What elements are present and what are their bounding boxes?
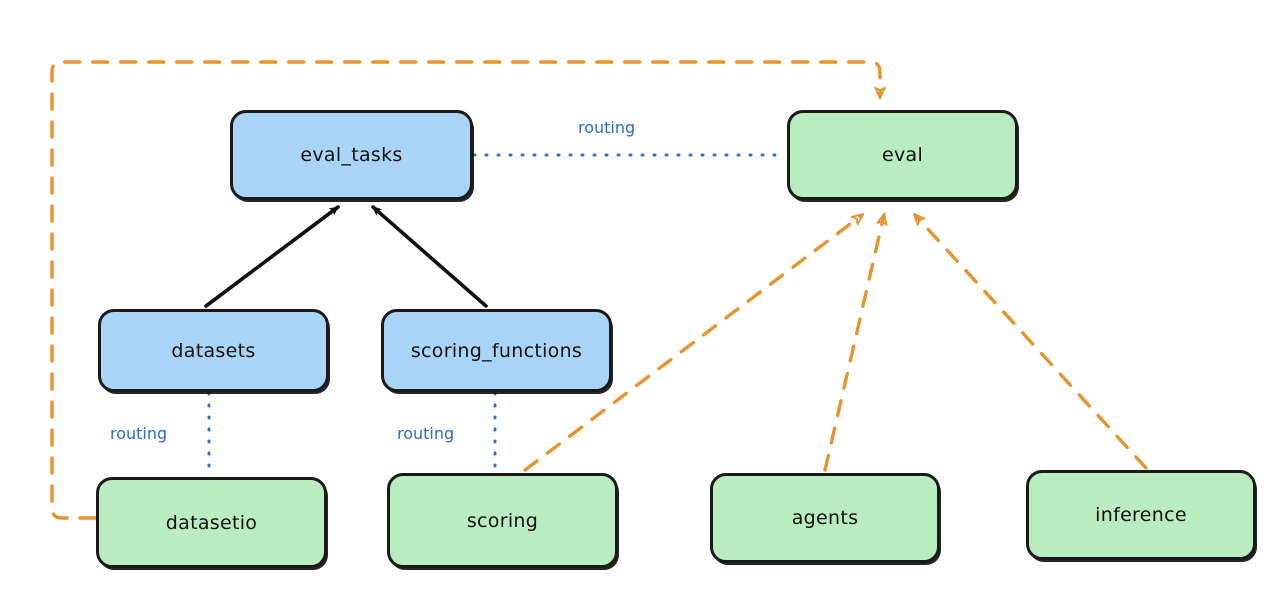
edge-inference-eval: [915, 215, 1148, 470]
node-label: eval_tasks: [300, 144, 403, 166]
edge-label-routing-datasets: routing: [110, 424, 168, 443]
node-datasets[interactable]: datasets: [98, 309, 329, 392]
node-agents[interactable]: agents: [710, 473, 940, 563]
node-scoring-functions[interactable]: scoring_functions: [381, 309, 612, 392]
edge-datasets-eval_tasks: [204, 205, 340, 308]
node-label: datasetio: [165, 511, 258, 534]
node-inference[interactable]: inference: [1026, 470, 1256, 560]
node-label: scoring_functions: [410, 339, 583, 362]
node-label: inference: [1095, 504, 1187, 526]
node-label: scoring: [466, 509, 539, 532]
node-label: datasets: [171, 339, 256, 362]
node-eval-tasks[interactable]: eval_tasks: [230, 110, 473, 200]
node-eval[interactable]: eval: [787, 110, 1018, 200]
edge-agents-eval: [823, 215, 884, 472]
node-label: eval: [881, 144, 924, 166]
node-datasetio[interactable]: datasetio: [96, 477, 327, 568]
edge-label-routing-eval: routing: [578, 118, 636, 137]
edge-label-routing-scoring: routing: [397, 424, 455, 443]
edge-scoring_functions-eval_tasks: [371, 205, 488, 308]
node-label: agents: [791, 507, 859, 529]
node-scoring[interactable]: scoring: [387, 473, 618, 568]
